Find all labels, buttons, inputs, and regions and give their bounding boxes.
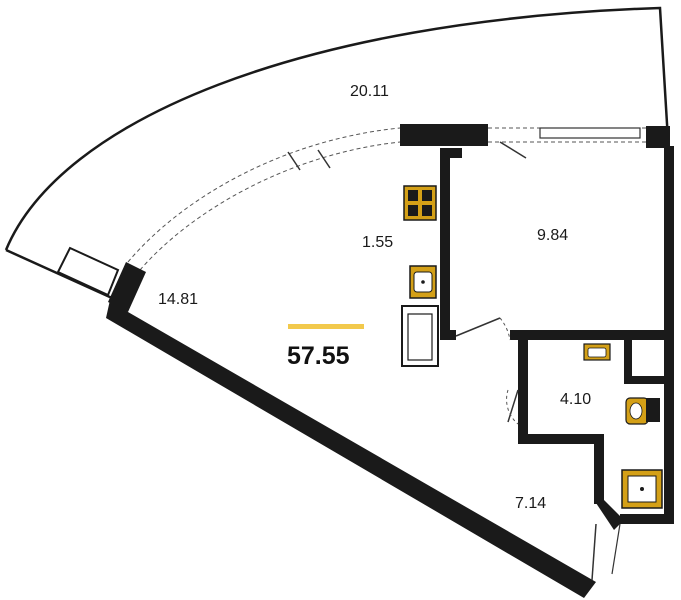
toilet-bowl [629, 402, 643, 420]
bathroom-wall-bottom [518, 434, 602, 444]
toilet-tank [646, 398, 660, 422]
bathroom-door-leaf [507, 389, 519, 423]
hall-wall-right [664, 500, 674, 520]
balcony-outline [4, 6, 670, 251]
room-area-hall: 7.14 [515, 495, 546, 512]
room-area-bathroom: 4.10 [560, 391, 591, 408]
fridge-inner [407, 313, 433, 361]
bathroom-wall-inner-right [624, 340, 632, 382]
bathroom-sink-bowl [587, 347, 607, 358]
room-area-balcony: 20.11 [350, 83, 389, 100]
fridge-icon [401, 305, 439, 367]
bathroom-wall-right-lower [594, 434, 604, 504]
wall-pier-left [108, 262, 146, 312]
stove-burner-2 [422, 190, 432, 201]
stove-burner-3 [408, 205, 418, 216]
room-area-kitchen: 1.55 [362, 234, 393, 251]
bathroom-wall-corner [594, 500, 624, 530]
kitchen-wall-stub [440, 148, 462, 158]
window-top-frame [539, 127, 641, 139]
hall-wall-bottom-right [620, 514, 674, 524]
kitchen-sink-drain [421, 280, 425, 284]
balcony-door-leaf-2 [317, 149, 331, 169]
room-area-bedroom: 9.84 [537, 227, 568, 244]
window-top-door-leaf [499, 141, 527, 159]
entrance-door-leaf-2 [611, 523, 621, 575]
exterior-wall-diagonal [106, 300, 596, 598]
bathroom-door-arc [506, 389, 519, 425]
stove-burner-1 [408, 190, 418, 201]
glazing-arc-outer [127, 127, 401, 263]
room-area-living: 14.81 [158, 291, 198, 308]
stove-burner-4 [422, 205, 432, 216]
entrance-door-leaf [591, 523, 597, 581]
balcony-left-edge [5, 248, 113, 300]
balcony-door-leaf [287, 151, 301, 171]
wall-top-left [400, 124, 488, 146]
bedroom-door-arc [499, 317, 511, 341]
shower-drain [640, 487, 644, 491]
bedroom-wall-bottom [510, 330, 674, 340]
bathroom-wall-inner-bottom [624, 376, 666, 384]
wall-top-right [646, 126, 670, 148]
bedroom-wall-bottom-stub [440, 330, 456, 340]
total-area-accent-bar [288, 324, 364, 329]
glazing-arc-inner [139, 141, 401, 271]
total-area: 57.55 [287, 342, 350, 370]
balcony-storage-box [56, 246, 120, 297]
bedroom-wall-left [440, 148, 450, 338]
bathroom-wall-left [518, 340, 528, 440]
bedroom-door-leaf [455, 317, 501, 337]
